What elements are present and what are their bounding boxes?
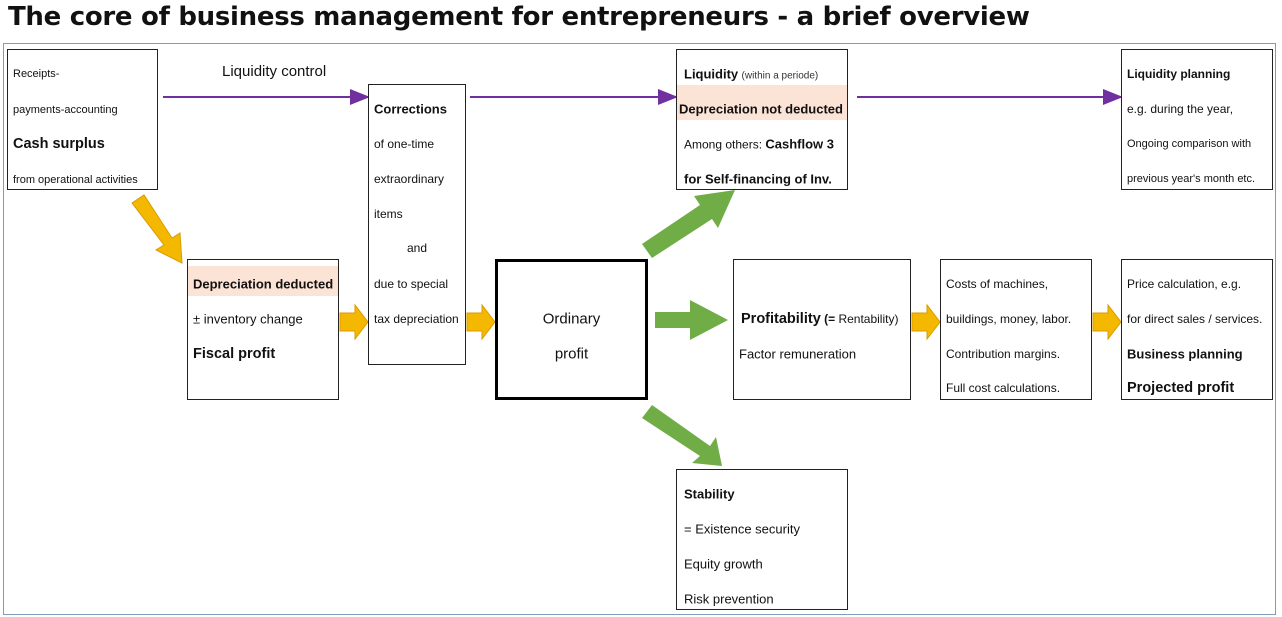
stability-box: Stability = Existence security Equity gr… xyxy=(676,469,848,610)
liquidity-planning-box: Liquidity planning e.g. during the year,… xyxy=(1121,49,1273,190)
corr-line-1: Corrections xyxy=(374,101,447,117)
prof-line-1b: (= xyxy=(820,312,839,326)
yellow-arrow-1 xyxy=(339,303,369,341)
fiscal-line-3: Fiscal profit xyxy=(193,346,276,362)
stab-line-4: Risk prevention xyxy=(684,591,774,607)
green-arrow-up xyxy=(642,190,735,258)
liq-period: (within a periode) xyxy=(741,70,819,82)
yellow-arrow-4 xyxy=(1092,303,1122,341)
plan-line-3: Ongoing comparison with xyxy=(1127,138,1252,150)
prof-line-1a: Profitability xyxy=(741,311,821,327)
liq-line-3b: Cashflow 3 xyxy=(765,136,834,152)
price-line-1: Price calculation, e.g. xyxy=(1127,277,1242,291)
costs-line-3: Contribution margins. xyxy=(946,347,1061,361)
yellow-arrow-3 xyxy=(911,303,941,341)
corr-line-2: of one-time xyxy=(374,137,435,151)
prof-line-1c: Rentability) xyxy=(838,312,899,326)
corr-line-3: extraordinary xyxy=(374,172,445,186)
costs-line-2: buildings, money, labor. xyxy=(946,312,1072,326)
price-calculation-box: Price calculation, e.g. for direct sales… xyxy=(1121,259,1273,400)
price-line-2: for direct sales / services. xyxy=(1127,312,1263,326)
costs-line-4: Full cost calculations. xyxy=(946,381,1061,395)
costs-line-1: Costs of machines, xyxy=(946,277,1049,291)
liq-line-3a: Among others: xyxy=(684,137,766,152)
stab-line-1: Stability xyxy=(684,486,735,502)
fiscal-line-2: ± inventory change xyxy=(193,311,303,327)
diagram-frame xyxy=(3,43,1276,615)
cash-surplus-box: Receipts- payments-accounting Cash surpl… xyxy=(7,49,158,190)
corr-line-7: tax depreciation xyxy=(374,312,459,326)
plan-line-1: Liquidity planning xyxy=(1127,67,1231,81)
cash-line-3: Cash surplus xyxy=(13,136,105,152)
yellow-arrow-2 xyxy=(466,303,496,341)
ordinary-profit-box: Ordinary profit xyxy=(495,259,648,400)
cash-line-1: Receipts- xyxy=(13,68,60,80)
stab-line-3: Equity growth xyxy=(684,556,763,572)
highlight xyxy=(188,266,338,296)
fiscal-profit-box: Depreciation deducted ± inventory change… xyxy=(187,259,339,400)
plan-line-2: e.g. during the year, xyxy=(1127,102,1234,116)
ordinary-line-1: Ordinary xyxy=(542,310,601,328)
yellow-arrow-diagonal xyxy=(131,194,183,264)
profitability-box: Profitability (= Rentability) Factor rem… xyxy=(733,259,911,400)
costs-box: Costs of machines, buildings, money, lab… xyxy=(940,259,1092,400)
price-line-4: Projected profit xyxy=(1127,380,1235,396)
prof-line-2: Factor remuneration xyxy=(739,346,857,362)
green-arrow-down xyxy=(642,405,722,466)
ordinary-line-2: profit xyxy=(554,345,589,363)
corr-line-6: due to special xyxy=(374,277,449,291)
diagram-title: The core of business management for entr… xyxy=(8,2,1030,32)
cash-line-2: payments-accounting xyxy=(13,104,118,116)
corr-line-5: and xyxy=(407,241,428,255)
corr-line-4: items xyxy=(374,207,403,221)
plan-line-4: previous year's month etc. xyxy=(1127,173,1256,185)
green-arrow-right xyxy=(655,300,728,340)
liquidity-box: Liquidity (within a periode) Depreciatio… xyxy=(676,49,848,190)
corrections-box: Corrections of one-time extraordinary it… xyxy=(368,84,466,365)
liq-line-1: Liquidity xyxy=(684,66,739,82)
price-line-3: Business planning xyxy=(1127,346,1243,362)
cash-line-4: from operational activities xyxy=(13,174,138,186)
liquidity-control-label: Liquidity control xyxy=(222,63,327,80)
fiscal-line-1: Depreciation deducted xyxy=(193,276,334,292)
stab-line-2: = Existence security xyxy=(684,521,800,537)
highlight xyxy=(677,85,847,120)
liq-line-4: for Self-financing of Inv. xyxy=(684,171,832,187)
liq-line-2: Depreciation not deducted xyxy=(679,101,843,117)
